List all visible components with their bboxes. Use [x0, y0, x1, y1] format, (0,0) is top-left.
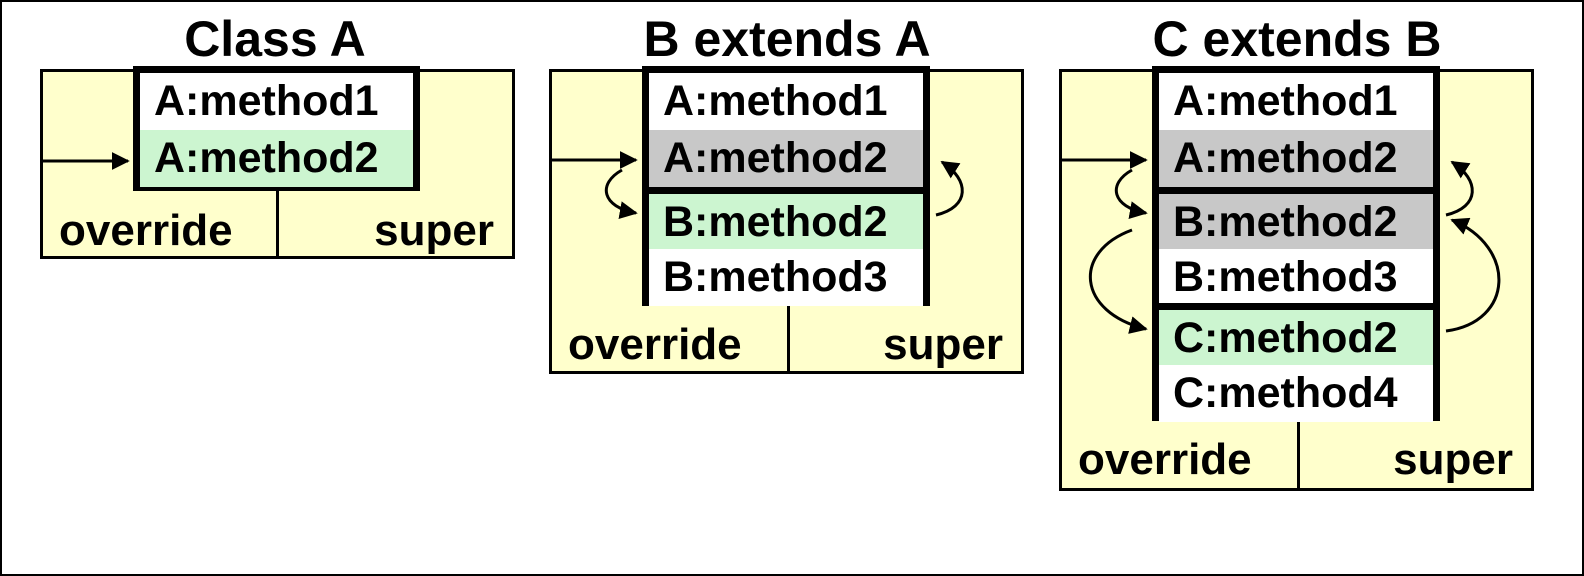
method-row: B:method3 [649, 249, 923, 306]
method-row-current: A:method2 [140, 130, 413, 187]
method-row-overridden: A:method2 [649, 130, 923, 187]
method-table-class-a: A:method1 A:method2 [133, 66, 420, 191]
panel-title-class-a: Class A [184, 11, 366, 67]
method-table-c-extends-b: A:method1 A:method2 B:method2 B:method3 … [1152, 66, 1440, 422]
method-row-current: C:method2 [1159, 310, 1433, 367]
method-table-b-extends-a: A:method1 A:method2 B:method2 B:method3 [642, 66, 930, 306]
method-row-overridden: B:method2 [1159, 194, 1433, 251]
method-row: A:method1 [649, 73, 923, 130]
override-label: override [1078, 435, 1252, 484]
method-row-overridden: A:method2 [1159, 130, 1433, 187]
panel-title-b-extends-a: B extends A [643, 11, 931, 67]
override-super-divider [276, 185, 279, 259]
override-super-divider [1297, 418, 1300, 491]
override-super-divider [787, 303, 790, 374]
override-label: override [568, 320, 742, 369]
panel-title-c-extends-b: C extends B [1152, 11, 1442, 67]
class-boundary [649, 187, 923, 194]
method-row: C:method4 [1159, 365, 1433, 422]
class-boundary [1159, 303, 1433, 310]
method-row: B:method3 [1159, 249, 1433, 306]
super-label: super [1393, 435, 1513, 484]
method-row: A:method1 [140, 73, 413, 130]
super-label: super [883, 320, 1003, 369]
super-label: super [374, 206, 494, 255]
class-boundary [1159, 187, 1433, 194]
method-row-current: B:method2 [649, 194, 923, 251]
override-label: override [59, 206, 233, 255]
method-row: A:method1 [1159, 73, 1433, 130]
